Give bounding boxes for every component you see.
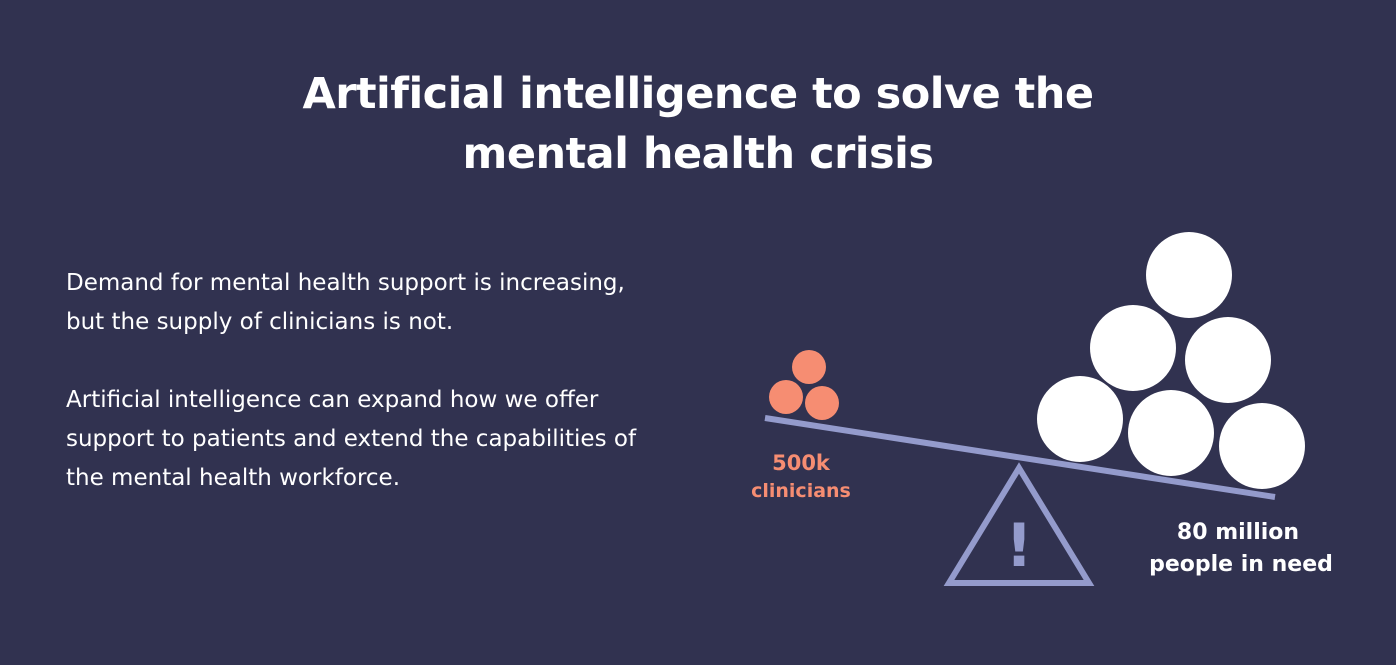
ai-line-3: the mental health workforce. (66, 465, 401, 491)
people-label: people in need (1149, 552, 1333, 577)
person-circle (1037, 376, 1123, 462)
intro-text: Demand for mental health support is incr… (66, 264, 706, 537)
warning-triangle-icon: ! (943, 462, 1095, 586)
people-circles (1037, 232, 1305, 489)
page-title-line-1: Artificial intelligence to solve the (302, 69, 1094, 119)
clinician-circle (792, 350, 826, 384)
clinicians-count: 500k (772, 451, 831, 475)
demand-line-2: but the supply of clinicians is not. (66, 309, 454, 335)
ai-paragraph: Artificial intelligence can expand how w… (66, 381, 706, 498)
clinician-circle (805, 386, 839, 420)
demand-paragraph: Demand for mental health support is incr… (66, 264, 706, 342)
person-circle (1219, 403, 1305, 489)
people-count: 80 million (1177, 520, 1299, 545)
person-circle (1185, 317, 1271, 403)
ai-line-1: Artificial intelligence can expand how w… (66, 387, 599, 413)
demand-line-1: Demand for mental health support is incr… (66, 270, 625, 296)
warning-exclamation: ! (1005, 511, 1032, 581)
person-circle (1090, 305, 1176, 391)
ai-line-2: support to patients and extend the capab… (66, 426, 637, 452)
page-title: Artificial intelligence to solve the men… (0, 64, 1396, 184)
fulcrum-triangle (943, 462, 1095, 586)
clinicians-label: clinicians (751, 480, 851, 502)
clinicians-circles (769, 350, 839, 420)
scale-beam (764, 415, 1276, 500)
page-title-line-2: mental health crisis (462, 129, 934, 179)
person-circle (1146, 232, 1232, 318)
person-circle (1128, 390, 1214, 476)
clinician-circle (769, 380, 803, 414)
